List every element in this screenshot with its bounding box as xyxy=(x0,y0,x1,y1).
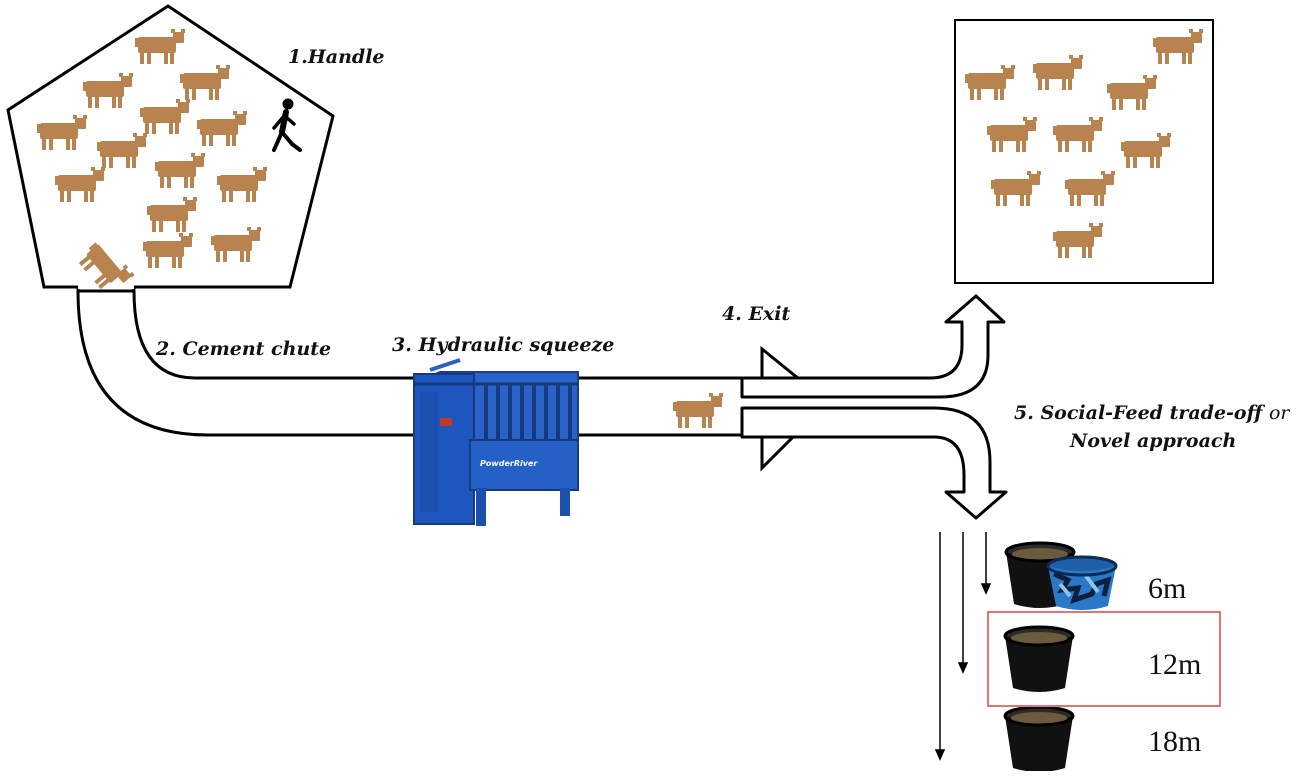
person-walking-icon xyxy=(272,98,302,152)
label-hydraulic-squeeze: 3. Hydraulic squeeze xyxy=(392,334,615,356)
distance-arrows xyxy=(934,532,992,761)
novel-object-bucket-icon xyxy=(1046,555,1118,610)
bucket-icon xyxy=(1003,705,1075,774)
handling-pen xyxy=(6,4,335,293)
cow-icon xyxy=(673,393,723,428)
label-handle: 1.Handle xyxy=(288,46,385,68)
hydraulic-squeeze-chute: PowderRiver xyxy=(413,358,579,526)
cement-chute-inner xyxy=(132,290,742,380)
bucket-icon xyxy=(1003,625,1075,694)
label-social-feed-text: 5. Social-Feed trade-off xyxy=(1014,402,1263,424)
label-novel-approach: Novel approach xyxy=(1070,430,1237,452)
squeeze-brand-label: PowderRiver xyxy=(480,459,538,468)
exit-arrow-up xyxy=(740,294,1006,399)
exit-arrow-down xyxy=(740,406,1008,520)
highlight-box-12m xyxy=(987,611,1221,707)
cement-chute-outer xyxy=(76,290,742,437)
label-social-feed: 5. Social-Feed trade-off or xyxy=(1014,402,1289,424)
label-cement-chute: 2. Cement chute xyxy=(156,338,332,360)
distance-6m: 6m xyxy=(1148,572,1187,605)
distance-12m: 12m xyxy=(1148,648,1202,681)
label-exit: 4. Exit xyxy=(722,303,791,325)
label-or: or xyxy=(1268,402,1290,424)
distance-18m: 18m xyxy=(1148,725,1202,758)
